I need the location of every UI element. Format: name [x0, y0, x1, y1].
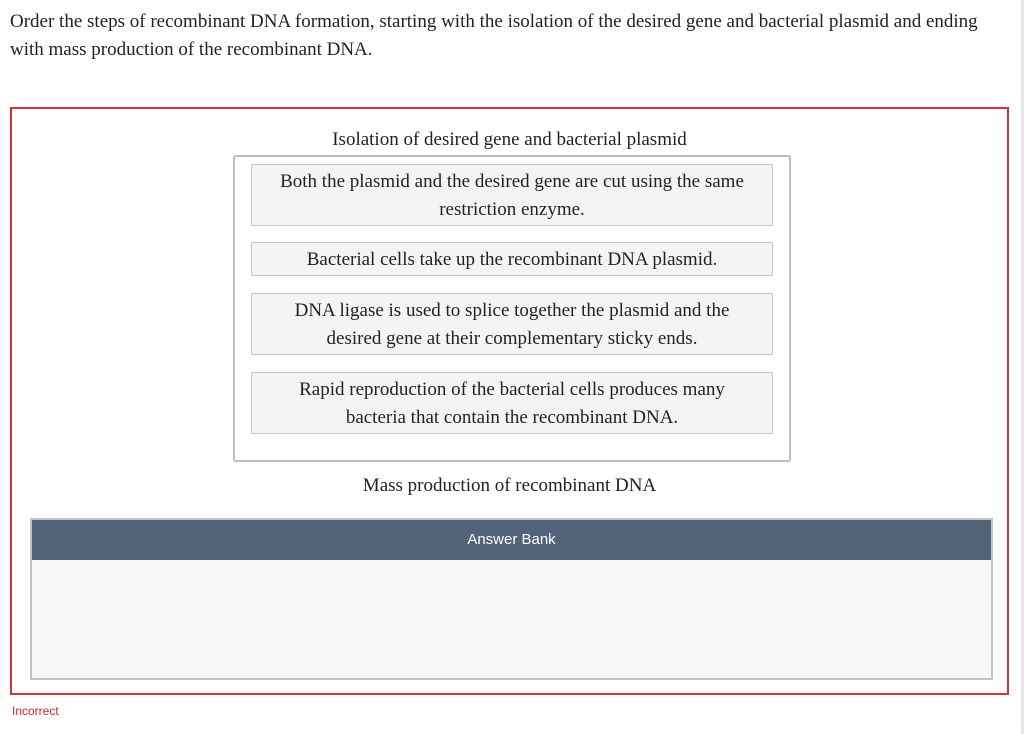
status-feedback: Incorrect — [12, 704, 59, 718]
answer-region: Isolation of desired gene and bacterial … — [10, 107, 1009, 695]
step-card[interactable]: DNA ligase is used to splice together th… — [251, 293, 773, 355]
end-anchor-label: Mass production of recombinant DNA — [362, 475, 657, 496]
answer-bank[interactable]: Answer Bank — [30, 518, 993, 680]
ordering-drop-zone[interactable]: Both the plasmid and the desired gene ar… — [233, 155, 791, 462]
question-prompt: Order the steps of recombinant DNA forma… — [10, 11, 978, 60]
scrollbar-edge[interactable] — [1021, 0, 1024, 734]
step-card[interactable]: Rapid reproduction of the bacterial cell… — [251, 372, 773, 434]
answer-bank-title: Answer Bank — [32, 520, 991, 560]
answer-bank-drop-area[interactable] — [32, 560, 991, 678]
step-card[interactable]: Both the plasmid and the desired gene ar… — [251, 164, 773, 226]
start-anchor-label: Isolation of desired gene and bacterial … — [332, 129, 687, 150]
step-card[interactable]: Bacterial cells take up the recombinant … — [251, 242, 773, 276]
